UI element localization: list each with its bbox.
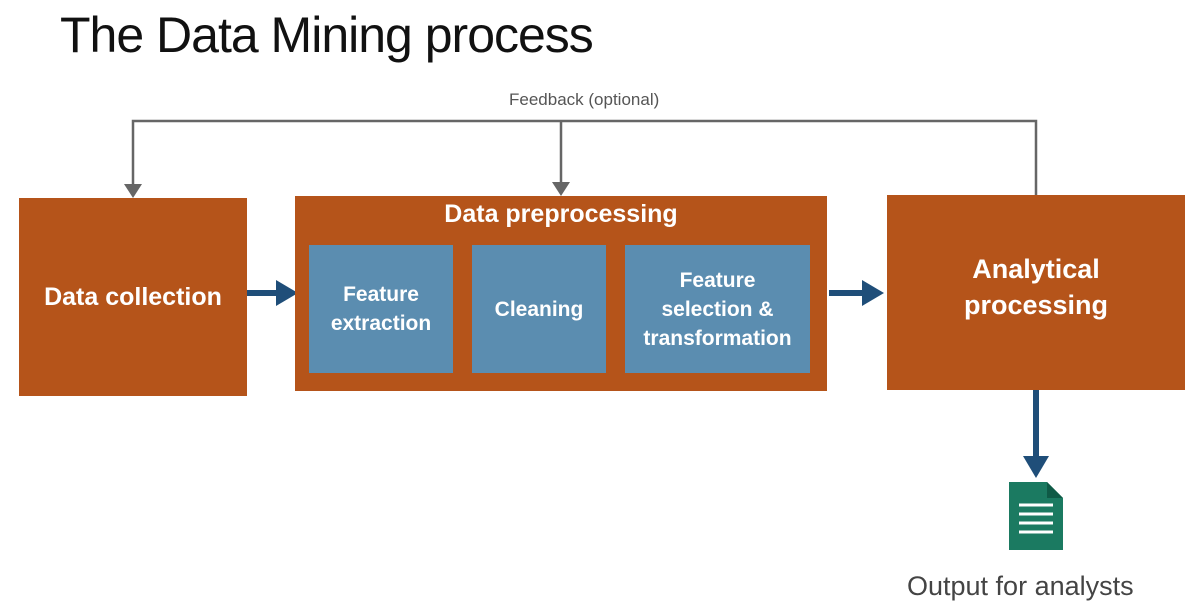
- feature-selection-box: Feature selection & transformation: [625, 245, 810, 373]
- document-icon: [1009, 482, 1063, 550]
- feature-extraction-box: Feature extraction: [309, 245, 453, 373]
- flow-arrow-collection-to-prep: [247, 280, 298, 306]
- flow-arrow-prep-to-analytical: [829, 280, 884, 306]
- feedback-arrowhead-collection: [124, 184, 142, 198]
- flow-arrow-analytical-to-output: [1023, 390, 1049, 478]
- analytical-processing-box: Analytical processing: [887, 195, 1185, 390]
- data-collection-label: Data collection: [44, 282, 222, 311]
- page-title: The Data Mining process: [60, 7, 594, 63]
- feedback-loop: [131, 119, 1038, 195]
- feedback-label: Feedback (optional): [509, 90, 660, 109]
- output-label: Output for analysts: [907, 571, 1134, 601]
- data-collection-box: Data collection: [19, 198, 247, 396]
- data-preprocessing-label: Data preprocessing: [444, 200, 678, 228]
- analytical-processing-label: Analytical processing: [963, 253, 1109, 320]
- cleaning-label: Cleaning: [494, 297, 584, 321]
- data-preprocessing-box: Data preprocessing Feature extraction Cl…: [295, 196, 827, 391]
- feature-selection-label: Feature selection & transformation: [643, 268, 792, 350]
- feature-extraction-label: Feature extraction: [330, 283, 432, 335]
- cleaning-box: Cleaning: [472, 245, 606, 373]
- feedback-arrowhead-preprocessing: [552, 182, 570, 196]
